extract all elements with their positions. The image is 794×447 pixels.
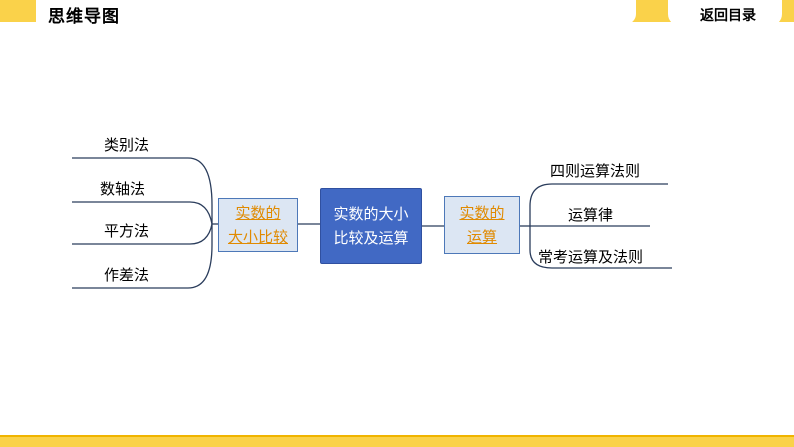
left-topic-node: 实数的 大小比较 — [218, 198, 298, 252]
left-leaf-4: 作差法 — [104, 266, 150, 284]
right-leaf-2: 运算律 — [568, 206, 614, 224]
central-topic-line-2: 比较及运算 — [333, 229, 409, 247]
left-leaf-line-3 — [72, 223, 213, 245]
page-title: 思维导图 — [48, 7, 120, 27]
central-topic-node: 实数的大小 比较及运算 — [320, 188, 422, 264]
back-to-contents-button[interactable] — [668, 0, 782, 26]
right-topic-node: 实数的 运算 — [444, 196, 520, 254]
left-leaf-2: 数轴法 — [100, 180, 146, 198]
right-leaf-line-3 — [529, 226, 672, 269]
right-leaf-1: 四则运算法则 — [550, 162, 641, 180]
left-leaf-line-4 — [72, 224, 213, 289]
right-leaf-line-1 — [529, 183, 668, 226]
title-tab — [36, 0, 636, 24]
left-leaf-3: 平方法 — [104, 222, 150, 240]
left-leaf-line-1 — [72, 157, 213, 224]
left-leaf-line-2 — [72, 201, 213, 225]
right-topic-line-1: 实数的 — [459, 204, 505, 222]
right-leaf-3: 常考运算及法则 — [538, 248, 644, 266]
footer-line — [0, 435, 794, 437]
central-topic-line-1: 实数的大小 — [333, 205, 409, 223]
left-topic-line-1: 实数的 — [235, 204, 281, 222]
back-to-contents-label[interactable]: 返回目录 — [700, 8, 756, 24]
left-leaf-1: 类别法 — [104, 136, 150, 154]
left-topic-line-2: 大小比较 — [227, 228, 288, 246]
right-topic-line-2: 运算 — [466, 228, 497, 246]
footer-bar — [0, 437, 794, 447]
